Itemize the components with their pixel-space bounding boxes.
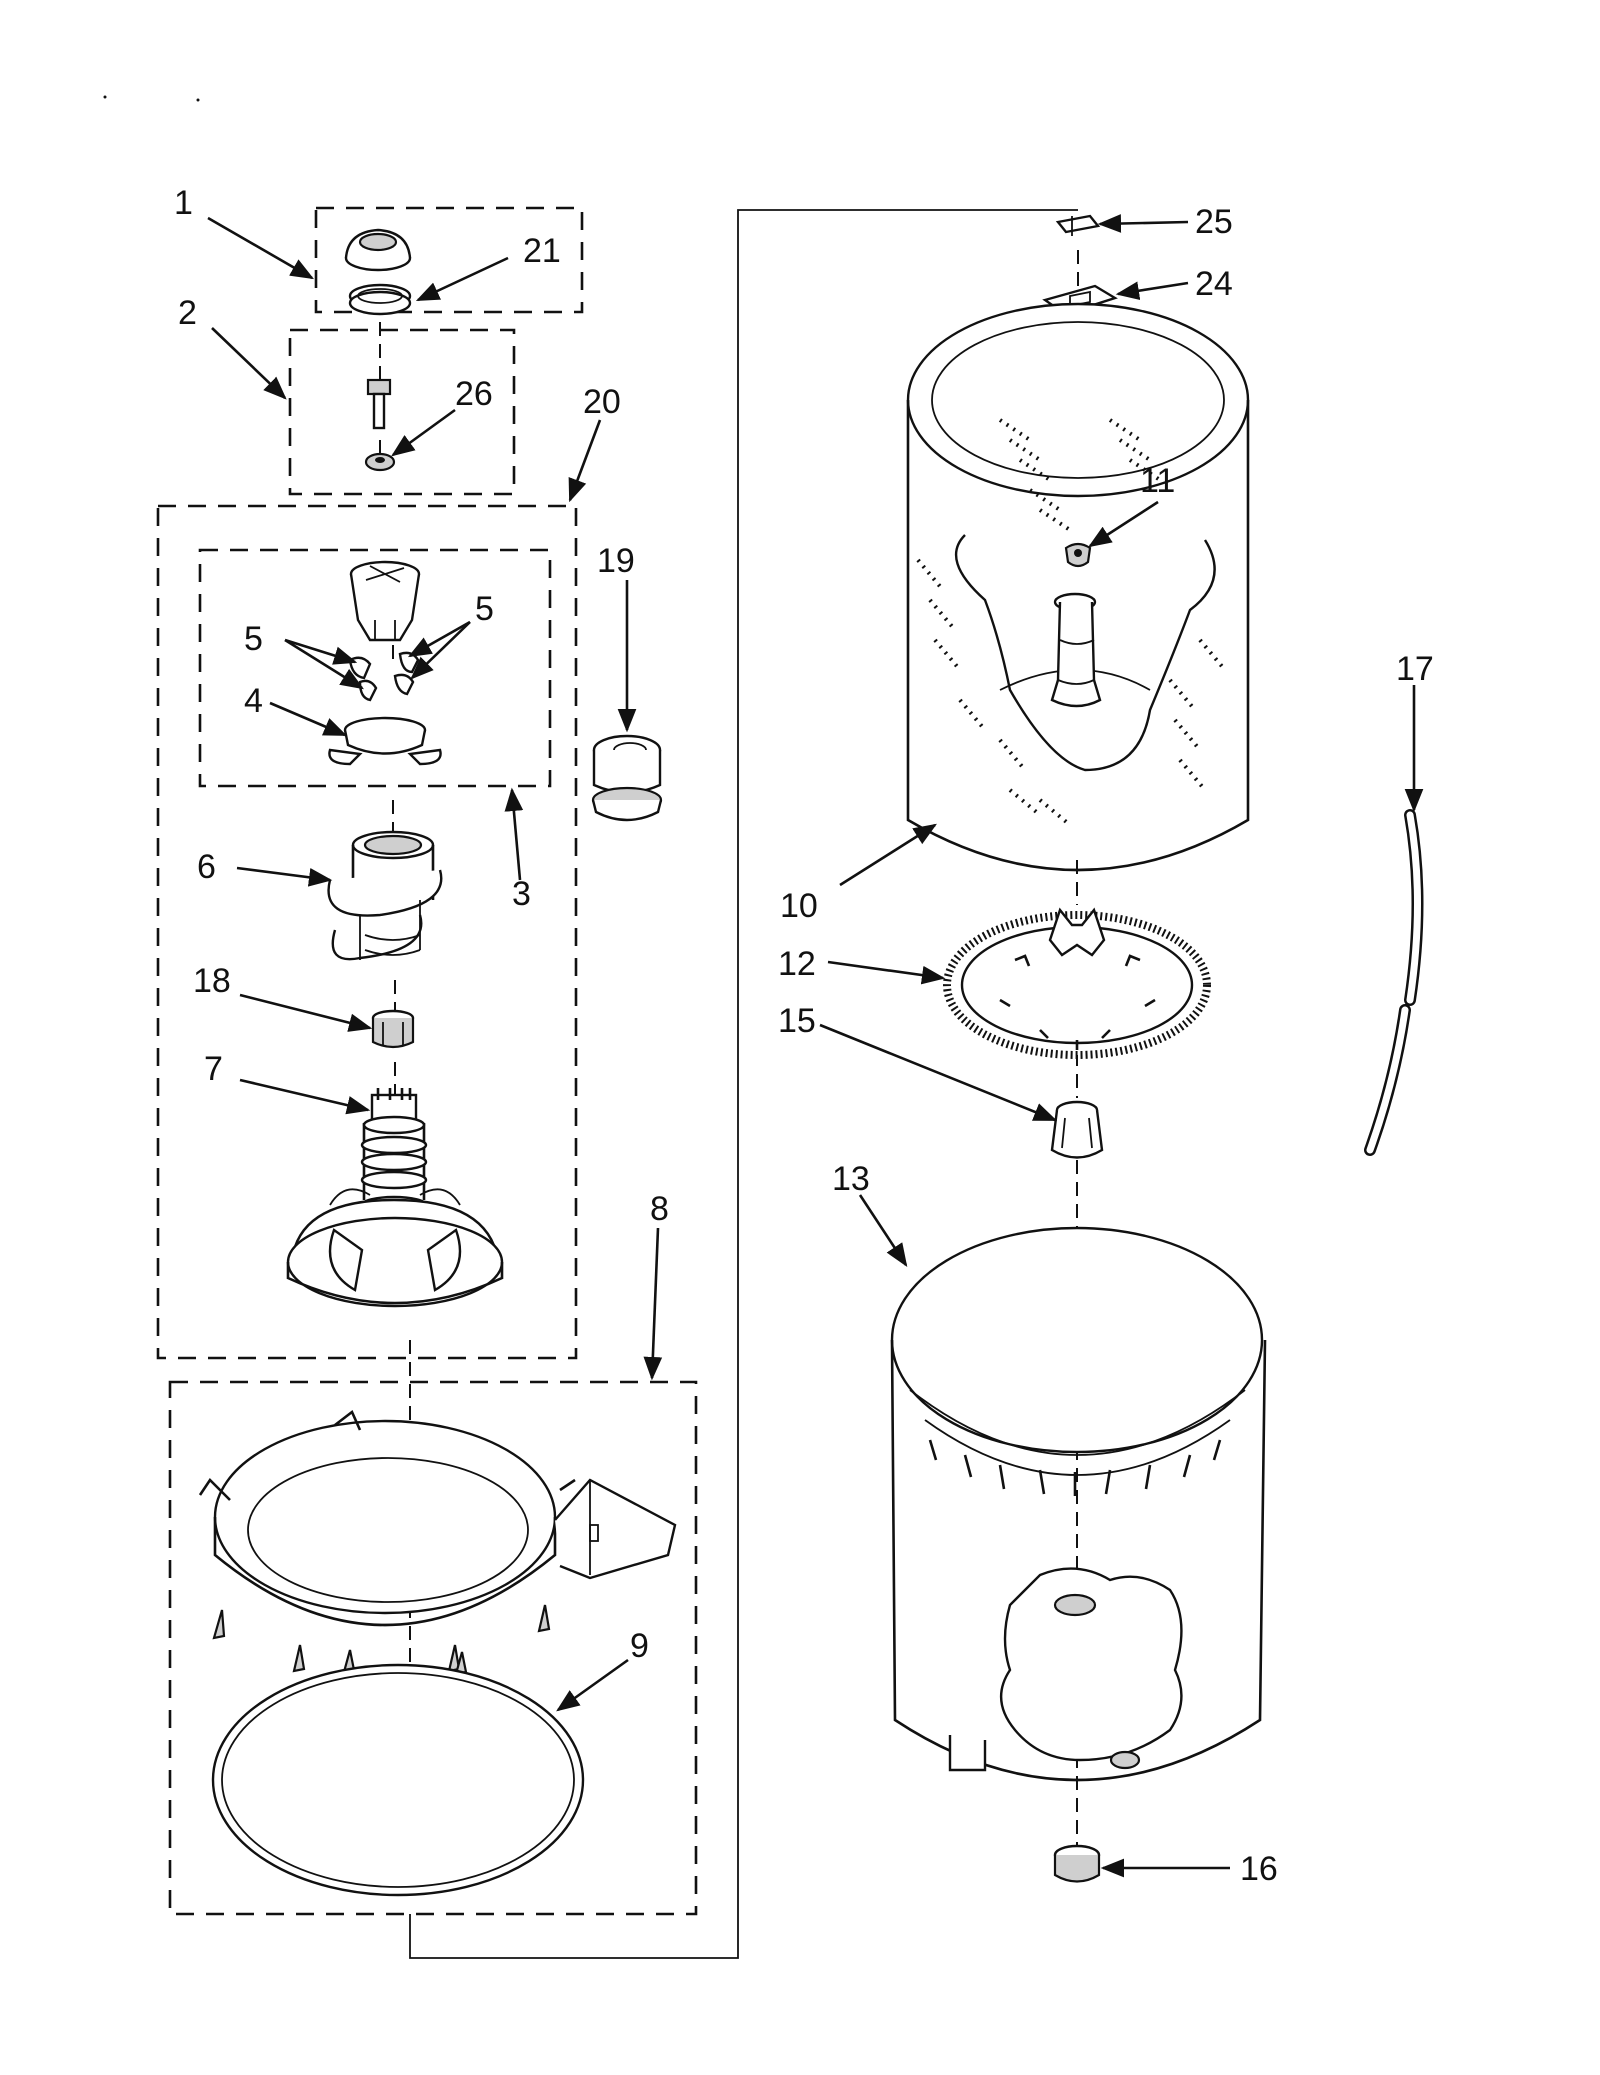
part-dog-cap-drawing bbox=[349, 560, 421, 642]
callout-1: 1 bbox=[174, 184, 193, 222]
group-box-3 bbox=[198, 548, 552, 788]
part-26-washer-drawing bbox=[364, 452, 396, 472]
callout-20: 20 bbox=[583, 383, 621, 421]
callout-12: 12 bbox=[778, 945, 816, 983]
callout-19: 19 bbox=[597, 542, 635, 580]
callout-3: 3 bbox=[512, 875, 531, 913]
part-7-agitator-base-drawing bbox=[286, 1088, 504, 1308]
part-15-bushing-drawing bbox=[1050, 1100, 1104, 1159]
part-1-cap-drawing bbox=[344, 228, 412, 272]
group-box-1-21 bbox=[314, 206, 584, 314]
callout-10: 10 bbox=[780, 887, 818, 925]
part-19-seal-drawing bbox=[591, 734, 663, 822]
callout-5-right: 5 bbox=[475, 590, 494, 628]
callout-4: 4 bbox=[244, 682, 263, 720]
part-25-clip-drawing bbox=[1055, 214, 1101, 236]
part-10-basket-drawing bbox=[906, 302, 1250, 872]
callout-labels: 1 21 2 26 20 19 5 5 4 3 6 18 7 8 9 25 24… bbox=[174, 184, 1434, 1888]
callout-11: 11 bbox=[1140, 462, 1175, 500]
callout-18: 18 bbox=[193, 962, 231, 1000]
callout-21: 21 bbox=[523, 232, 561, 270]
speck bbox=[196, 98, 200, 102]
callout-6: 6 bbox=[197, 848, 216, 886]
part-13-outer-tub-drawing bbox=[890, 1226, 1267, 1782]
part-16-plug-drawing bbox=[1053, 1844, 1101, 1883]
callout-15: 15 bbox=[778, 1002, 816, 1040]
part-18-drive-block-drawing bbox=[371, 1009, 415, 1049]
part-2-bolt-drawing bbox=[366, 378, 392, 430]
part-8-tub-ring-drawing bbox=[198, 1409, 677, 1676]
part-17-hose-drawing bbox=[1364, 809, 1424, 1156]
callout-16: 16 bbox=[1240, 1850, 1278, 1888]
callout-26: 26 bbox=[455, 375, 493, 413]
callout-5-left: 5 bbox=[244, 620, 263, 658]
callout-17: 17 bbox=[1396, 650, 1434, 688]
leader-arrows bbox=[207, 214, 1424, 1878]
callout-9: 9 bbox=[630, 1627, 649, 1665]
group-box-8-9 bbox=[168, 1380, 698, 1916]
callout-24: 24 bbox=[1195, 265, 1233, 303]
assembly-connector-line bbox=[409, 209, 1078, 1959]
callout-13: 13 bbox=[832, 1160, 870, 1198]
speck bbox=[103, 95, 107, 99]
part-4-retainer-drawing bbox=[328, 716, 442, 766]
part-5-dogs-drawing bbox=[348, 651, 420, 702]
part-12-hub-drawing bbox=[943, 907, 1211, 1059]
group-box-2-26 bbox=[288, 328, 516, 496]
callout-25: 25 bbox=[1195, 203, 1233, 241]
part-9-snubber-ring-drawing bbox=[211, 1663, 585, 1897]
group-box-20 bbox=[156, 504, 578, 1360]
part-6-agitator-cam-drawing bbox=[327, 830, 443, 961]
callout-8: 8 bbox=[650, 1190, 669, 1228]
callout-2: 2 bbox=[178, 294, 197, 332]
part-21-ring-drawing bbox=[348, 283, 412, 316]
callout-7: 7 bbox=[204, 1050, 223, 1088]
